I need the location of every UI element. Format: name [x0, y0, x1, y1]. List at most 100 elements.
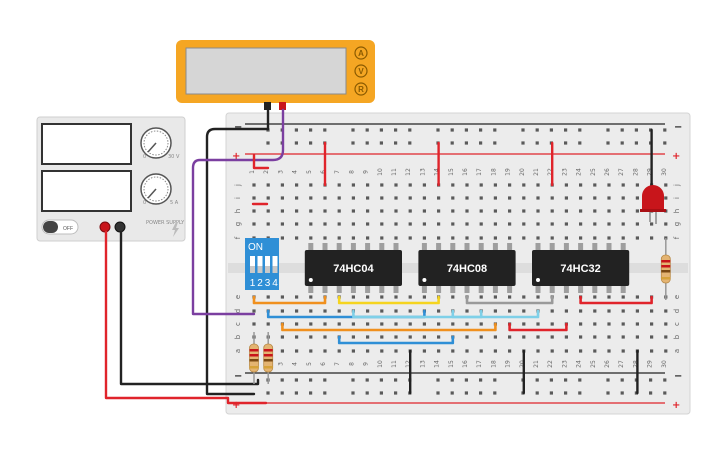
breadboard-hole[interactable] — [479, 196, 483, 200]
breadboard-hole[interactable] — [550, 209, 554, 213]
breadboard-hole[interactable] — [664, 309, 668, 313]
breadboard-hole[interactable] — [323, 349, 327, 353]
breadboard-hole[interactable] — [337, 309, 341, 313]
rail-hole[interactable] — [663, 378, 667, 382]
breadboard-hole[interactable] — [351, 196, 355, 200]
breadboard-hole[interactable] — [366, 183, 370, 187]
breadboard-hole[interactable] — [579, 322, 583, 326]
breadboard-hole[interactable] — [593, 183, 597, 187]
rail-hole[interactable] — [464, 141, 468, 145]
breadboard-hole[interactable] — [508, 335, 512, 339]
rail-hole[interactable] — [379, 128, 383, 132]
rail-hole[interactable] — [493, 128, 497, 132]
breadboard-hole[interactable] — [536, 183, 540, 187]
breadboard-hole[interactable] — [337, 236, 341, 240]
breadboard-hole[interactable] — [309, 236, 313, 240]
wire-orange-2[interactable] — [281, 322, 497, 332]
breadboard-hole[interactable] — [479, 295, 483, 299]
breadboard-hole[interactable] — [621, 349, 625, 353]
dip-toggle[interactable] — [265, 256, 270, 273]
rail-hole[interactable] — [351, 378, 355, 382]
rail-hole[interactable] — [450, 378, 454, 382]
rail-hole[interactable] — [578, 141, 582, 145]
breadboard-hole[interactable] — [408, 196, 412, 200]
breadboard-hole[interactable] — [422, 236, 426, 240]
breadboard-hole[interactable] — [536, 222, 540, 226]
breadboard-hole[interactable] — [650, 236, 654, 240]
breadboard-hole[interactable] — [366, 335, 370, 339]
breadboard-hole[interactable] — [337, 183, 341, 187]
breadboard-hole[interactable] — [380, 309, 384, 313]
rail-hole[interactable] — [280, 391, 284, 395]
breadboard-hole[interactable] — [664, 349, 668, 353]
breadboard-hole[interactable] — [351, 209, 355, 213]
breadboard-hole[interactable] — [479, 183, 483, 187]
rail-hole[interactable] — [266, 141, 270, 145]
breadboard-hole[interactable] — [650, 322, 654, 326]
rail-hole[interactable] — [535, 391, 539, 395]
breadboard-hole[interactable] — [493, 236, 497, 240]
breadboard-hole[interactable] — [351, 349, 355, 353]
breadboard-hole[interactable] — [579, 335, 583, 339]
breadboard-hole[interactable] — [408, 222, 412, 226]
breadboard-hole[interactable] — [451, 209, 455, 213]
breadboard-hole[interactable] — [607, 335, 611, 339]
breadboard-hole[interactable] — [366, 295, 370, 299]
breadboard-hole[interactable] — [493, 309, 497, 313]
rail-hole[interactable] — [620, 141, 624, 145]
rail-hole[interactable] — [479, 391, 483, 395]
breadboard-hole[interactable] — [564, 236, 568, 240]
rail-hole[interactable] — [663, 141, 667, 145]
breadboard-hole[interactable] — [593, 209, 597, 213]
breadboard-hole[interactable] — [465, 183, 469, 187]
breadboard-hole[interactable] — [366, 196, 370, 200]
breadboard-hole[interactable] — [664, 196, 668, 200]
breadboard-hole[interactable] — [394, 295, 398, 299]
rail-hole[interactable] — [450, 391, 454, 395]
rail-hole[interactable] — [535, 378, 539, 382]
rail-hole[interactable] — [379, 391, 383, 395]
wire-gray-1[interactable] — [465, 295, 554, 305]
rail-hole[interactable] — [549, 128, 553, 132]
breadboard-hole[interactable] — [252, 183, 256, 187]
rail-hole[interactable] — [564, 141, 568, 145]
breadboard-hole[interactable] — [621, 209, 625, 213]
breadboard-hole[interactable] — [280, 349, 284, 353]
breadboard-hole[interactable] — [366, 309, 370, 313]
rail-hole[interactable] — [649, 391, 653, 395]
breadboard-hole[interactable] — [493, 222, 497, 226]
breadboard-hole[interactable] — [607, 183, 611, 187]
breadboard-hole[interactable] — [309, 309, 313, 313]
breadboard-hole[interactable] — [437, 209, 441, 213]
breadboard-hole[interactable] — [351, 222, 355, 226]
wire-lightblue-1[interactable] — [352, 309, 483, 319]
breadboard-hole[interactable] — [309, 222, 313, 226]
breadboard-hole[interactable] — [579, 196, 583, 200]
power-switch[interactable]: OFF — [41, 219, 79, 235]
breadboard-hole[interactable] — [451, 236, 455, 240]
rail-hole[interactable] — [606, 391, 610, 395]
breadboard-hole[interactable] — [664, 183, 668, 187]
wire-psu-positive[interactable] — [104, 230, 268, 405]
breadboard-hole[interactable] — [295, 322, 299, 326]
breadboard-hole[interactable] — [550, 322, 554, 326]
breadboard-hole[interactable] — [422, 196, 426, 200]
breadboard-hole[interactable] — [422, 335, 426, 339]
wire-blue-1[interactable] — [266, 309, 426, 319]
breadboard-hole[interactable] — [394, 222, 398, 226]
rail-hole[interactable] — [634, 141, 638, 145]
rail-hole[interactable] — [564, 128, 568, 132]
breadboard-hole[interactable] — [522, 309, 526, 313]
breadboard-hole[interactable] — [422, 322, 426, 326]
breadboard-hole[interactable] — [579, 309, 583, 313]
breadboard-hole[interactable] — [437, 222, 441, 226]
breadboard-hole[interactable] — [593, 196, 597, 200]
breadboard-hole[interactable] — [252, 322, 256, 326]
breadboard-hole[interactable] — [351, 335, 355, 339]
breadboard-hole[interactable] — [550, 309, 554, 313]
psu-positive-terminal[interactable] — [99, 221, 111, 233]
breadboard-hole[interactable] — [621, 322, 625, 326]
rail-hole[interactable] — [535, 128, 539, 132]
rail-hole[interactable] — [294, 128, 298, 132]
